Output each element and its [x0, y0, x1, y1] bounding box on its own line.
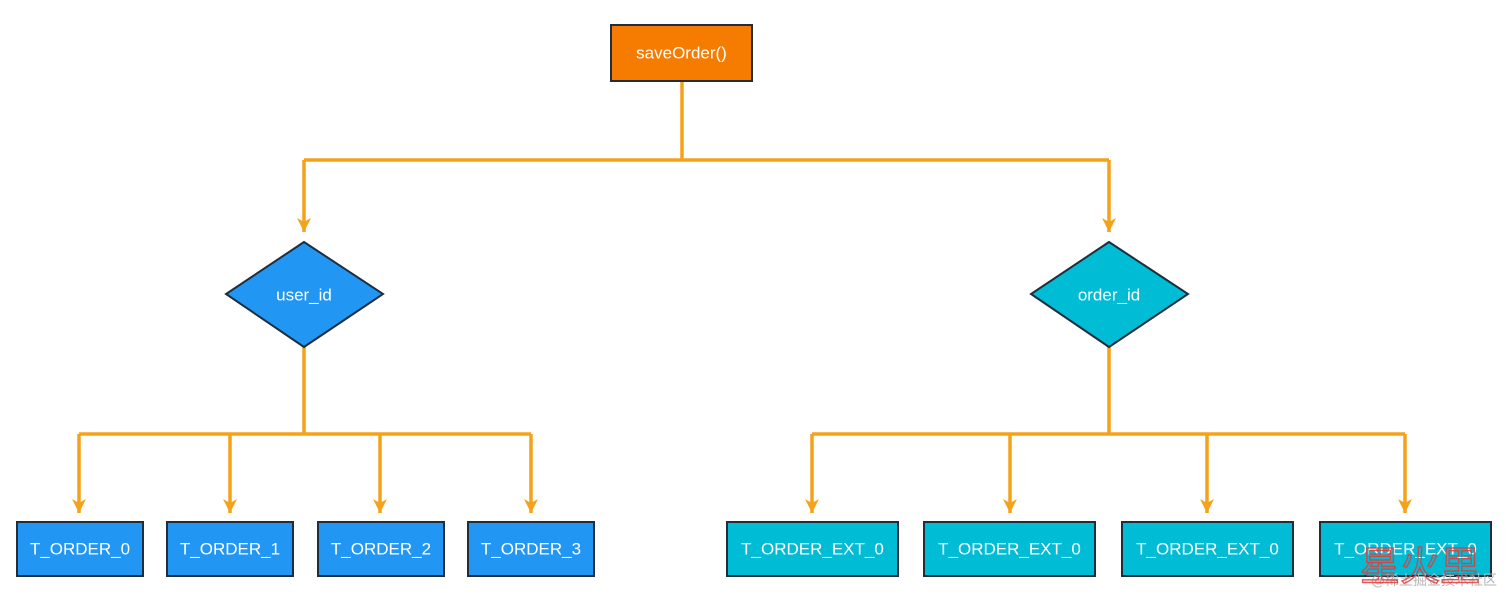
table-label: T_ORDER_0	[30, 540, 130, 559]
table-t-order-0: T_ORDER_0	[16, 521, 144, 577]
decision-order-id-shape	[1029, 240, 1190, 349]
table-label: T_ORDER_2	[331, 540, 431, 559]
table-box	[923, 521, 1096, 577]
decision-user-id-label: user_id	[276, 286, 332, 305]
table-box	[166, 521, 294, 577]
table-t-order-ext-b: T_ORDER_EXT_0	[923, 521, 1096, 577]
table-box	[317, 521, 445, 577]
table-label: T_ORDER_EXT_0	[1334, 540, 1477, 559]
table-box	[1121, 521, 1294, 577]
table-box	[726, 521, 899, 577]
connectors	[72, 82, 1412, 513]
root-box	[610, 24, 753, 82]
decision-order-id: order_id	[1029, 240, 1190, 349]
table-box	[467, 521, 595, 577]
table-t-order-ext-a: T_ORDER_EXT_0	[726, 521, 899, 577]
decision-user-id: user_id	[224, 240, 385, 349]
table-t-order-ext-c: T_ORDER_EXT_0	[1121, 521, 1294, 577]
table-box	[16, 521, 144, 577]
watermark-overlay: 星火里	[1360, 544, 1480, 590]
table-label: T_ORDER_EXT_0	[741, 540, 884, 559]
table-label: T_ORDER_1	[180, 540, 280, 559]
table-box	[1319, 521, 1492, 577]
table-label: T_ORDER_EXT_0	[1136, 540, 1279, 559]
watermark-text: @稀土掘金技术社区	[1371, 573, 1497, 589]
root-node: saveOrder()	[610, 24, 753, 82]
watermark: @稀土掘金技术社区 星火里	[1359, 543, 1497, 590]
root-label: saveOrder()	[636, 44, 727, 63]
table-t-order-1: T_ORDER_1	[166, 521, 294, 577]
decision-order-id-label: order_id	[1078, 286, 1140, 305]
table-t-order-3: T_ORDER_3	[467, 521, 595, 577]
table-t-order-ext-d: T_ORDER_EXT_0	[1319, 521, 1492, 577]
table-label: T_ORDER_EXT_0	[938, 540, 1081, 559]
table-label: T_ORDER_3	[481, 540, 581, 559]
table-t-order-2: T_ORDER_2	[317, 521, 445, 577]
decision-user-id-shape	[224, 240, 385, 349]
